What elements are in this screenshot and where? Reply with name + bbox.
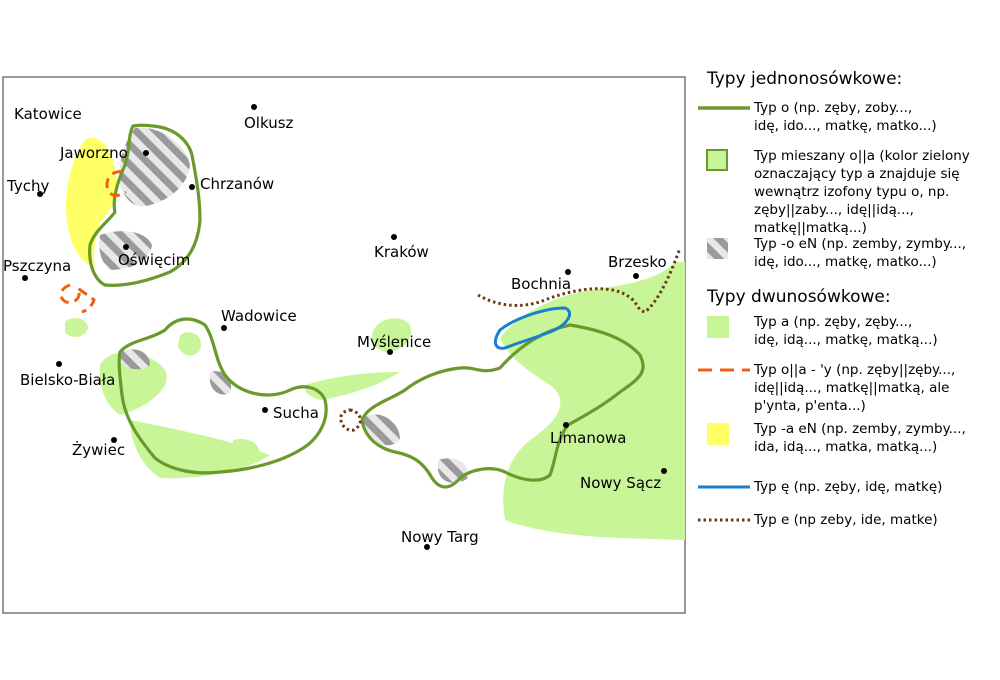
legend-item-o-en: Typ -o eN (np. zemby, zymby..., idę, ido.…: [707, 236, 966, 270]
city-wadowice: Wadowice: [221, 307, 297, 331]
legend-text-line: p'ynta, p'enta...): [754, 398, 866, 414]
city-dot: [143, 150, 149, 156]
legend-symbol-light-green-box: [707, 316, 729, 338]
legend-text-line: idę||idą..., matkę||matką, ale: [754, 380, 949, 396]
city-dot: [633, 273, 639, 279]
legend-item-mixed: Typ mieszany o||a (kolor zielony oznaczaj…: [706, 148, 970, 236]
legend-symbol-gray-hatch: [707, 238, 728, 259]
city-dot: [221, 325, 227, 331]
city-label: Tychy: [6, 177, 49, 195]
city-nowy-targ: Nowy Targ: [401, 528, 479, 550]
city-limanowa: Limanowa: [550, 422, 626, 447]
a-en-area: [65, 138, 117, 268]
legend-text-line: zęby||zaby..., idę||idą...,: [754, 202, 914, 218]
legend-text-line: Typ e (np zeby, ide, matke): [753, 512, 938, 528]
legend-item-typ-e: Typ e (np zeby, ide, matke): [698, 512, 938, 528]
legend-item-typ-o: Typ o (np. zęby, zoby..., idę, ido..., ma…: [698, 100, 937, 134]
legend-text-line: Typ mieszany o||a (kolor zielony: [753, 148, 970, 164]
city-label: Wadowice: [221, 307, 297, 325]
city-zywiec: Żywiec: [72, 437, 125, 459]
legend-text-line: ida, idą..., matka, matką...): [754, 439, 937, 455]
legend-item-o-a-y: Typ o||a - 'y (np. zęby||zęby..., idę||id…: [698, 362, 955, 414]
city-krakow: Kraków: [374, 234, 429, 261]
city-label: Nowy Targ: [401, 528, 479, 546]
city-label: Kraków: [374, 243, 429, 261]
city-dot: [22, 275, 28, 281]
legend: Typy jednonosówkowe: Typy dwunosówkowe: Ty…: [698, 69, 970, 528]
city-dot: [37, 191, 43, 197]
legend-text-line: Typ -o eN (np. zemby, zymby...,: [753, 236, 966, 252]
legend-item-typ-e-nasal: Typ ę (np. zęby, idę, matkę): [698, 479, 942, 495]
city-dot: [262, 407, 268, 413]
legend-item-a-en: Typ -a eN (np. zemby, zymby..., ida, idą.…: [707, 421, 966, 455]
city-olkusz: Olkusz: [244, 104, 294, 132]
city-dot: [565, 269, 571, 275]
city-dot: [251, 104, 257, 110]
city-bochnia: Bochnia: [511, 269, 571, 293]
legend-symbol-green-box-outline: [706, 149, 728, 171]
legend-text-line: matkę||matką...): [754, 220, 867, 236]
city-oswiecim: Oświęcim: [118, 244, 190, 269]
city-label: Bochnia: [511, 275, 571, 293]
city-brzesko: Brzesko: [608, 253, 667, 279]
city-label: Olkusz: [244, 114, 294, 132]
city-label: Myślenice: [357, 333, 431, 351]
typ-o-isophone: [88, 123, 645, 489]
city-dot: [661, 468, 667, 474]
city-myslenice: Myślenice: [357, 333, 431, 355]
typ-e-boundaries: [339, 247, 682, 432]
legend-text-line: idę, ido..., matkę, matko...): [754, 254, 937, 270]
city-dot: [387, 349, 393, 355]
legend-heading-single: Typy jednonosówkowe:: [706, 69, 902, 89]
city-sucha: Sucha: [262, 404, 319, 422]
city-label: Sucha: [273, 404, 319, 422]
city-label: Oświęcim: [118, 251, 190, 269]
typ-e-nasal-loop: [493, 306, 571, 350]
city-dot: [424, 544, 430, 550]
city-label: Bielsko-Biała: [20, 371, 115, 389]
o-en-areas: [99, 127, 469, 484]
city-dot: [391, 234, 397, 240]
legend-text-line: Typ o||a - 'y (np. zęby||zęby...,: [753, 362, 955, 378]
legend-text-line: idę, ido..., matkę, matko...): [754, 118, 937, 134]
legend-text-line: idę, idą..., matkę, matką...): [754, 332, 938, 348]
city-dot: [189, 184, 195, 190]
legend-text-line: oznaczający typ a znajduje się: [754, 166, 960, 182]
city-dot: [111, 437, 117, 443]
legend-item-typ-a: Typ a (np. zęby, zęby..., idę, idą..., ma…: [707, 314, 938, 348]
legend-text-line: Typ ę (np. zęby, idę, matkę): [753, 479, 942, 495]
city-nowy-sacz: Nowy Sącz: [580, 468, 667, 492]
city-dot: [563, 422, 569, 428]
legend-text-line: Typ a (np. zęby, zęby...,: [753, 314, 912, 330]
o-a-y-boundaries: [59, 170, 127, 314]
legend-text-line: wewnątrz izofony typu o, np.: [754, 184, 949, 200]
city-label: Katowice: [14, 105, 82, 123]
legend-text-line: Typ -a eN (np. zemby, zymby...,: [753, 421, 966, 437]
city-label: Brzesko: [608, 253, 667, 271]
city-label: Żywiec: [72, 440, 125, 459]
city-katowice: Katowice: [14, 105, 82, 123]
city-dot: [123, 244, 129, 250]
city-label: Nowy Sącz: [580, 474, 661, 492]
city-label: Pszczyna: [3, 257, 71, 275]
city-label: Chrzanów: [200, 175, 274, 193]
city-chrzanow: Chrzanów: [189, 175, 274, 193]
legend-text-line: Typ o (np. zęby, zoby...,: [753, 100, 912, 116]
city-label: Jaworzno: [59, 144, 128, 162]
city-bielsko-biala: Bielsko-Biała: [20, 361, 115, 389]
legend-symbol-yellow-box: [707, 423, 729, 445]
city-jaworzno: Jaworzno: [59, 144, 149, 162]
city-tychy: Tychy: [6, 177, 49, 197]
city-dot: [56, 361, 62, 367]
legend-heading-double: Typy dwunosówkowe:: [706, 287, 891, 307]
city-pszczyna: Pszczyna: [3, 257, 71, 281]
city-label: Limanowa: [550, 429, 626, 447]
